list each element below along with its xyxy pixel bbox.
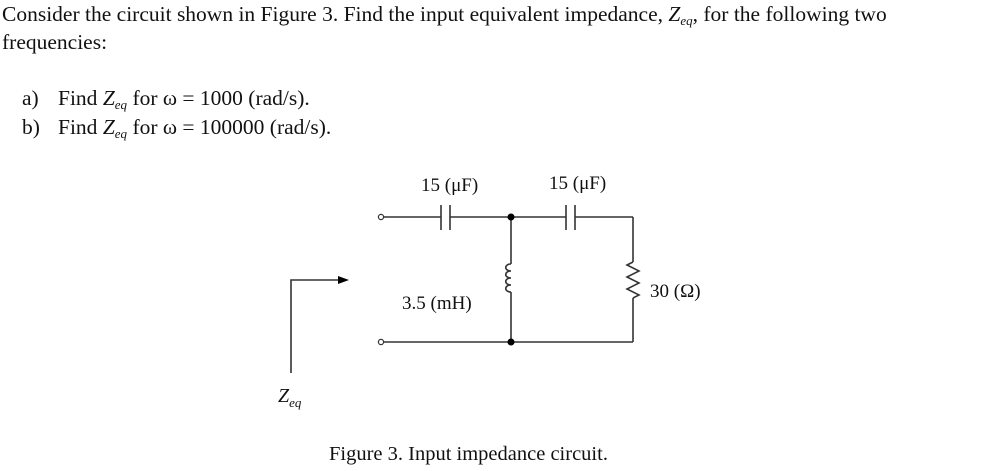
input-terminal-bottom <box>377 338 385 346</box>
resistor-30-ohm <box>625 261 641 299</box>
inductor-label: 3.5 (mH) <box>402 293 472 314</box>
part-a-suffix: for ω = 1000 (rad/s). <box>127 86 310 110</box>
zeq-arrow-line <box>290 279 340 373</box>
capacitor-1-label: 15 (μF) <box>421 175 479 196</box>
part-b: b) Find Zeq for ω = 100000 (rad/s). <box>22 115 332 141</box>
part-b-marker: b) <box>22 115 40 139</box>
inductor-coil <box>504 263 512 293</box>
zeq-symbol: Z <box>668 2 681 26</box>
intro-text-a: Consider the circuit shown in Figure 3. … <box>2 2 669 26</box>
input-terminal-top <box>377 213 385 221</box>
part-a-prefix: Find <box>58 86 103 110</box>
zeq-input-label: Zeq <box>278 385 301 409</box>
problem-intro-line1: Consider the circuit shown in Figure 3. … <box>2 2 887 28</box>
zeq-label-subscript: eq <box>289 395 302 410</box>
resistor-label: 30 (Ω) <box>650 281 701 302</box>
part-b-prefix: Find <box>58 115 103 139</box>
junction-node-top <box>507 213 515 221</box>
part-b-symbol: Z <box>102 115 115 139</box>
problem-intro-line2: frequencies: <box>2 30 108 54</box>
zeq-subscript: eq <box>680 13 693 28</box>
junction-node-bottom <box>507 338 515 346</box>
capacitor-2-label: 15 (μF) <box>549 173 607 194</box>
part-a-symbol: Z <box>102 86 115 110</box>
part-a: a) Find Zeq for ω = 1000 (rad/s). <box>22 86 310 112</box>
part-a-subscript: eq <box>114 97 128 112</box>
part-b-subscript: eq <box>114 126 128 141</box>
figure-caption: Figure 3. Input impedance circuit. <box>329 443 608 465</box>
zeq-label-symbol: Z <box>278 385 290 407</box>
arrow-head-icon <box>338 276 349 284</box>
part-a-marker: a) <box>22 86 39 110</box>
part-b-suffix: for ω = 100000 (rad/s). <box>127 115 332 139</box>
intro-text-b: , for the following two <box>692 2 887 26</box>
